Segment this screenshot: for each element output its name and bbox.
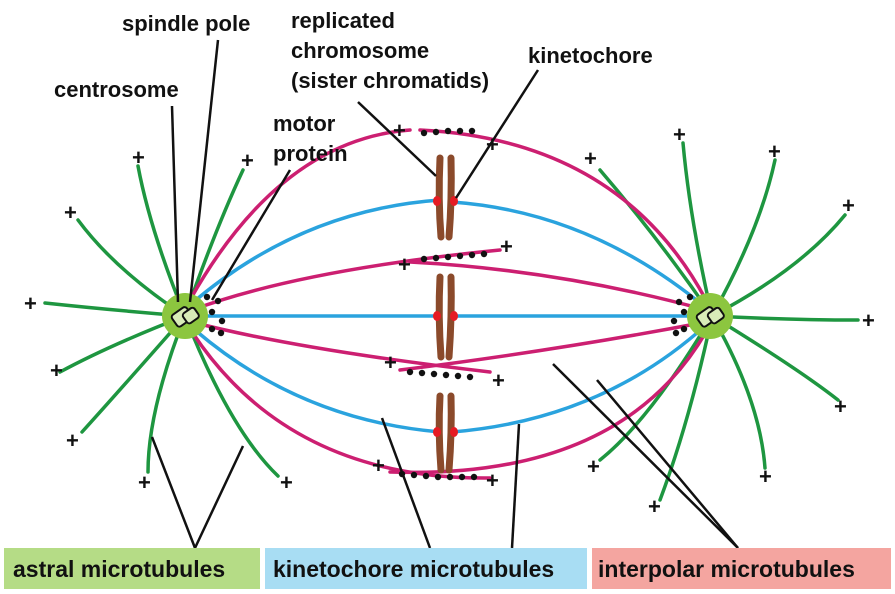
legend-kinetochore: kinetochore microtubules	[265, 548, 587, 589]
plus-sign: +	[372, 453, 385, 478]
plus-sign: +	[138, 470, 151, 495]
kinetochore-dot	[450, 196, 458, 206]
astral-mt	[658, 314, 714, 502]
kinetochore-mt	[188, 198, 442, 307]
chromosome-middle	[433, 273, 458, 361]
legend-astral: astral microtubules	[4, 548, 260, 589]
plus-sign: +	[66, 428, 79, 453]
plus-sign: +	[500, 234, 513, 259]
kinetochore-microtubules	[188, 198, 707, 434]
motor-protein-label-line2: protein	[273, 141, 348, 166]
legend-kinetochore-label: kinetochore microtubules	[273, 556, 554, 582]
kinetochore-dot	[450, 427, 458, 437]
plus-sign: +	[768, 139, 781, 164]
legend-astral-label: astral microtubules	[13, 556, 225, 582]
plus-sign: +	[50, 358, 63, 383]
plus-sign: +	[587, 454, 600, 479]
chromosome-top	[433, 154, 458, 241]
plus-sign: +	[24, 291, 37, 316]
replicated-chromosome-label-line3: (sister chromatids)	[291, 68, 489, 93]
astral-mt	[681, 141, 714, 318]
kinetochore-mt	[450, 324, 707, 434]
plus-sign: +	[280, 470, 293, 495]
centrosome-label: centrosome	[54, 77, 179, 102]
plus-sign: +	[759, 464, 772, 489]
plus-sign: +	[862, 308, 875, 333]
plus-sign: +	[842, 193, 855, 218]
interpolar-mt	[408, 260, 708, 312]
kinetochore-dot	[433, 427, 441, 437]
plus-sign: +	[834, 394, 847, 419]
interpolar-mt	[418, 128, 708, 302]
replicated-chromosome-label-line2: chromosome	[291, 38, 429, 63]
interpolar-mt	[190, 330, 492, 480]
centriole-pair	[695, 306, 725, 328]
plus-ends: + + + + + + + + + + + + + + + + + + + + …	[24, 118, 875, 519]
motor-protein-label-line1: motor	[273, 111, 336, 136]
plus-sign: +	[393, 118, 406, 143]
centrosome-left	[162, 293, 208, 339]
chromosome-bottom	[433, 392, 458, 474]
plus-sign: +	[398, 252, 411, 277]
astral-mt	[183, 314, 280, 478]
centriole-pair	[170, 306, 200, 328]
astral-mt	[710, 314, 767, 470]
astral-mt	[80, 314, 187, 434]
kinetochore-dot	[450, 311, 458, 321]
plus-sign: +	[648, 494, 661, 519]
plus-sign: +	[486, 468, 499, 493]
kinetochore-mt	[193, 328, 442, 434]
plus-sign: +	[584, 146, 597, 171]
astral-mt	[598, 314, 714, 462]
astral-mt	[710, 158, 777, 318]
legend-interpolar-label: interpolar microtubules	[598, 556, 855, 582]
plus-sign: +	[492, 368, 505, 393]
spindle-pole-label: spindle pole	[122, 11, 250, 36]
astral-mt	[710, 314, 860, 322]
interpolar-mt	[188, 128, 412, 302]
plus-sign: +	[673, 122, 686, 147]
astral-mt	[710, 213, 847, 318]
kinetochore-mt	[450, 200, 707, 309]
centrosome-right	[687, 293, 733, 339]
leader-lines	[150, 39, 739, 549]
kinetochore-label: kinetochore	[528, 43, 653, 68]
kinetochore-dot	[433, 311, 441, 321]
motor-proteins	[203, 127, 694, 481]
replicated-chromosome-label-line1: replicated	[291, 8, 395, 33]
plus-sign: +	[241, 148, 254, 173]
plus-sign: +	[64, 200, 77, 225]
plus-sign: +	[132, 145, 145, 170]
interpolar-mt	[398, 320, 708, 372]
plus-sign: +	[384, 350, 397, 375]
legend-interpolar: interpolar microtubules	[592, 548, 891, 589]
kinetochore-dot	[433, 196, 441, 206]
astral-mt	[710, 314, 840, 402]
